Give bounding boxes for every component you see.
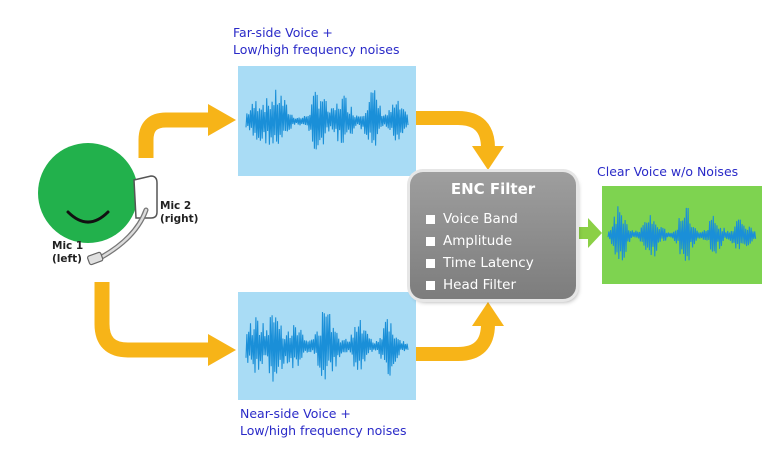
enc-filter-item-label: Head Filter (443, 277, 517, 293)
flow-arrowhead-icon (472, 146, 504, 170)
flow-arrowhead-icon (472, 302, 504, 326)
near-side-label-line1: Near-side Voice + (240, 406, 351, 421)
enc-filter-item-label: Amplitude (443, 233, 513, 249)
clear-voice-label: Clear Voice w/o Noises (597, 164, 739, 179)
near-side-waveform (245, 311, 409, 382)
enc-filter-list: Voice Band Amplitude Time Latency Head F… (426, 208, 534, 296)
enc-filter-title: ENC Filter (450, 180, 536, 198)
near-side-label: Near-side Voice + Low/high frequency noi… (240, 405, 406, 439)
far-side-label: Far-side Voice + Low/high frequency nois… (233, 24, 399, 58)
bullet-square-icon (426, 214, 435, 224)
headset-icon (87, 175, 158, 266)
far-side-label-line1: Far-side Voice + (233, 25, 333, 40)
enc-filter-item: Head Filter (426, 274, 534, 296)
smiling-head-icon (38, 143, 138, 243)
output-arrowhead-icon (588, 218, 602, 248)
flow-arrow-icon (138, 112, 212, 158)
clear-voice-waveform (607, 206, 757, 261)
enc-filter-item: Time Latency (426, 252, 534, 274)
bullet-square-icon (426, 258, 435, 268)
flow-arrowhead-icon (208, 104, 236, 136)
mic1-label: Mic 1 (left) (52, 240, 83, 266)
mic1-label-line2: (left) (52, 253, 82, 265)
flow-arrow-icon (94, 282, 212, 358)
output-arrow-shaft (578, 227, 590, 239)
enc-filter-item-label: Time Latency (443, 255, 534, 271)
flow-arrow-icon (416, 111, 495, 150)
far-side-waveform (245, 89, 409, 150)
mic2-label-line1: Mic 2 (160, 200, 192, 212)
near-side-label-line2: Low/high frequency noises (240, 423, 407, 438)
enc-filter-item-label: Voice Band (443, 211, 518, 227)
enc-filter-box: ENC Filter Voice Band Amplitude Time Lat… (410, 172, 576, 299)
smile-icon (66, 210, 110, 224)
mic2-label-line2: (right) (160, 213, 199, 225)
mic2-label: Mic 2 (right) (160, 200, 198, 226)
enc-filter-item: Voice Band (426, 208, 534, 230)
far-side-label-line2: Low/high frequency noises (233, 42, 400, 57)
mic1-label-line1: Mic 1 (52, 240, 84, 252)
enc-filter-item: Amplitude (426, 230, 534, 252)
bullet-square-icon (426, 236, 435, 246)
bullet-square-icon (426, 280, 435, 290)
flow-arrowhead-icon (208, 334, 236, 366)
flow-arrow-icon (416, 322, 495, 361)
